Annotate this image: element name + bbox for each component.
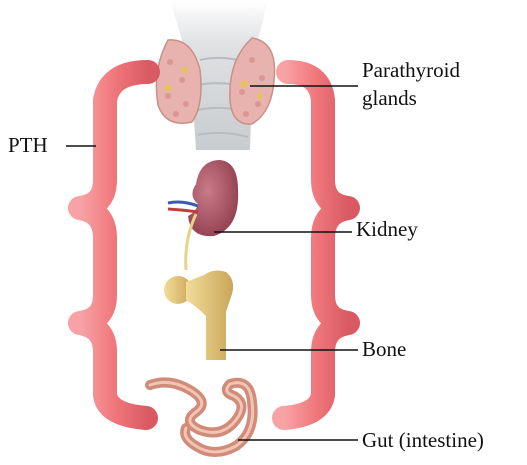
kidney bbox=[168, 160, 238, 270]
label-bone: Bone bbox=[362, 337, 406, 362]
blood-vessel-right bbox=[284, 72, 348, 418]
label-kidney: Kidney bbox=[356, 217, 418, 242]
bone bbox=[164, 271, 233, 360]
blood-vessel-left bbox=[80, 72, 148, 418]
label-parathyroid-line2: glands bbox=[362, 86, 417, 111]
gut bbox=[150, 382, 253, 452]
label-parathyroid-line1: Parathyroid bbox=[362, 58, 460, 83]
label-gut: Gut (intestine) bbox=[362, 428, 484, 453]
label-pth: PTH bbox=[8, 133, 48, 158]
